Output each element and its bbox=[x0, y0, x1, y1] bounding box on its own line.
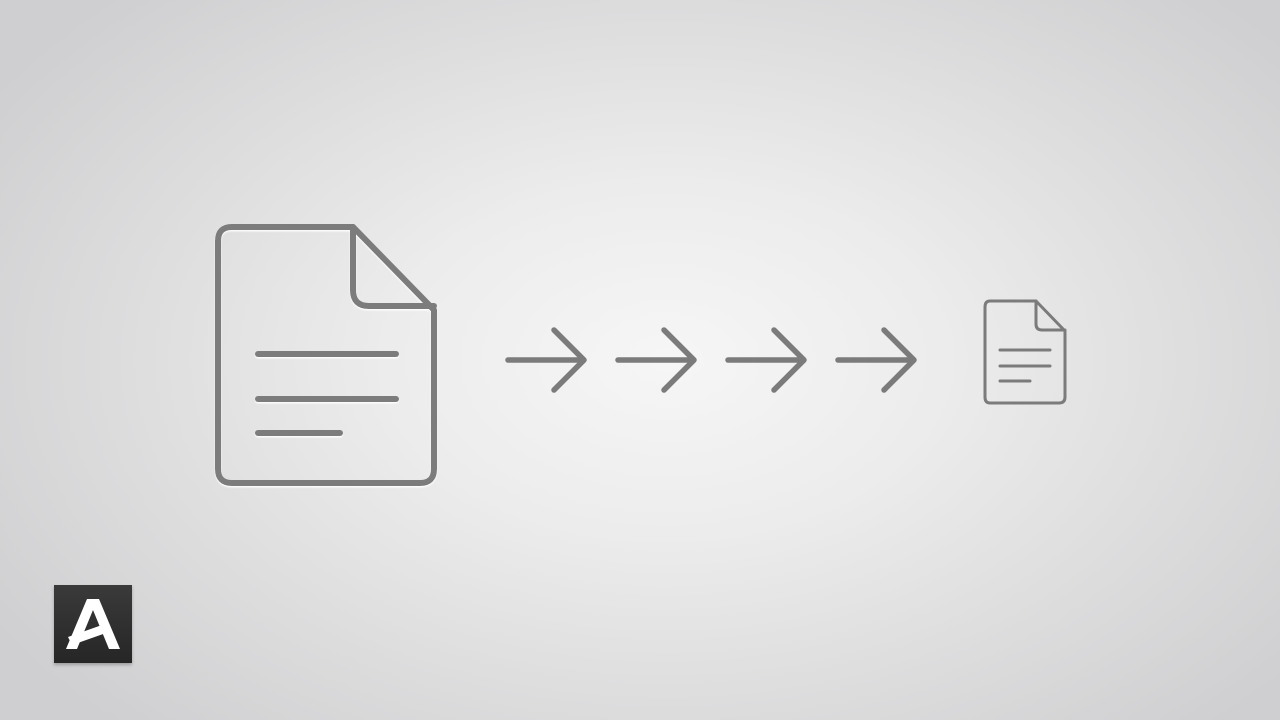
arrow-right-icon bbox=[724, 324, 810, 396]
arrow-right-icon bbox=[834, 324, 920, 396]
arrow-right-icon bbox=[614, 324, 700, 396]
small-document-icon bbox=[982, 298, 1068, 408]
large-document-icon bbox=[212, 222, 440, 490]
brand-logo bbox=[54, 585, 132, 663]
arrow-right-icon bbox=[504, 324, 590, 396]
